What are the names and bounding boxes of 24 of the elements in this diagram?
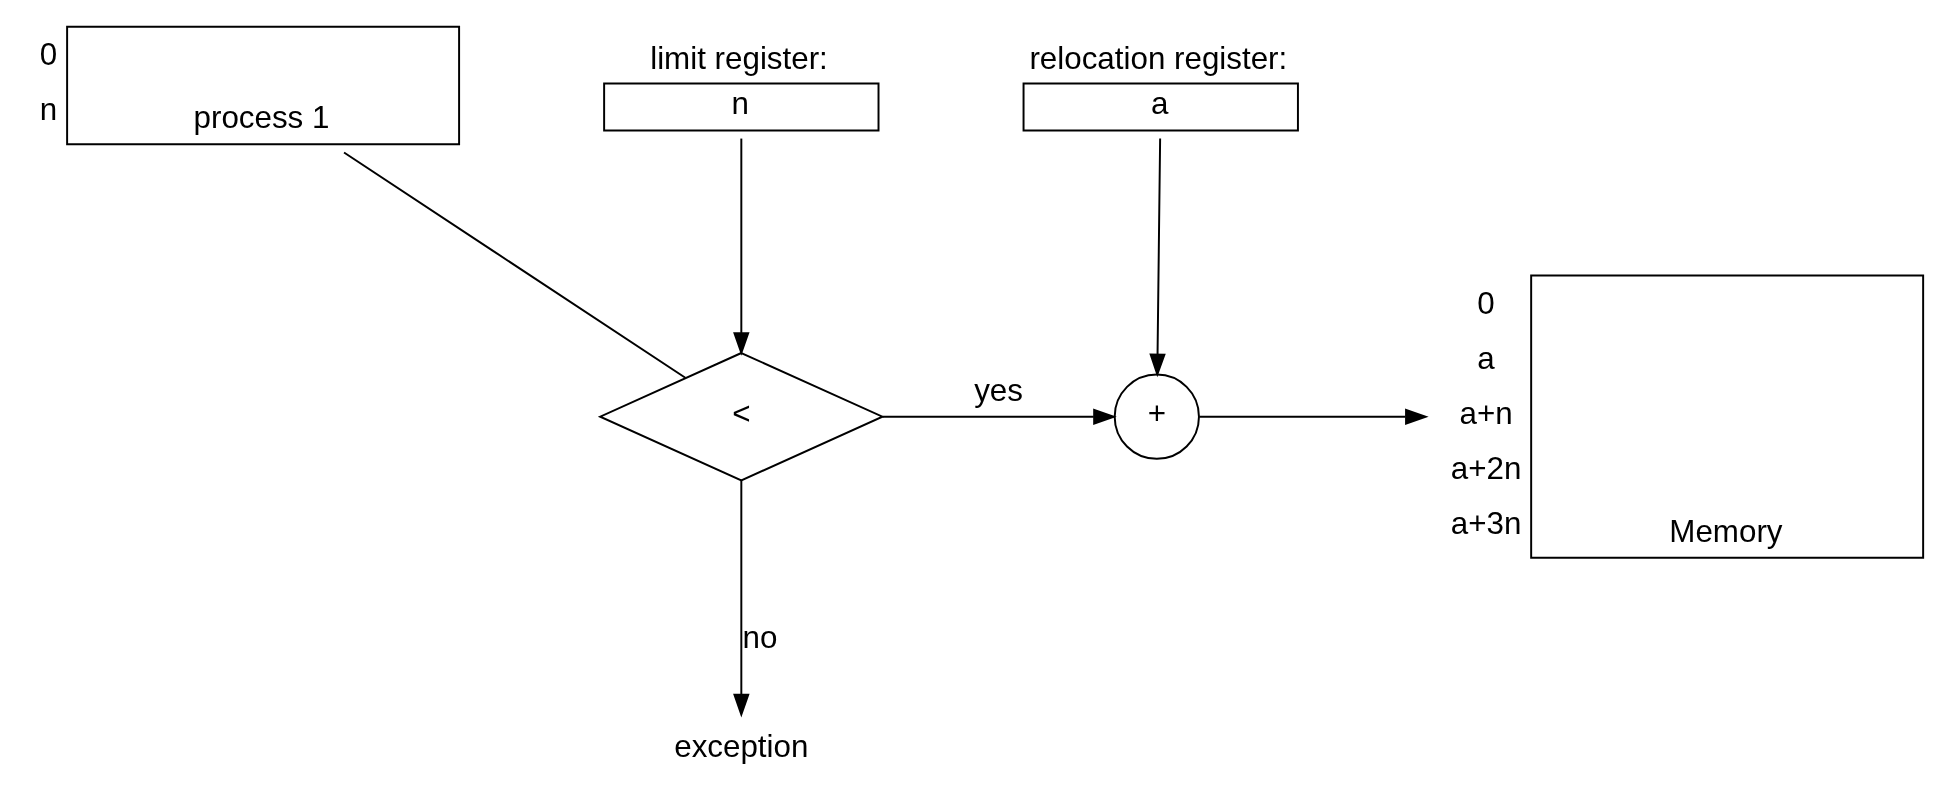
arrow (1149, 137, 1166, 378)
edge-label: yes (974, 372, 1023, 408)
node-label: 0 (1477, 286, 1495, 322)
node-label: a (1477, 341, 1495, 377)
node-box: process 1 (66, 25, 461, 146)
node-text: exception (674, 729, 809, 765)
node-label: a+2n (1450, 451, 1522, 487)
node-label: limit register: (650, 41, 828, 77)
arrow (733, 479, 750, 718)
node-circle: + (1113, 373, 1200, 460)
node-label: a+3n (1450, 505, 1522, 541)
node-label: a+n (1459, 396, 1513, 432)
node-diamond: < (597, 351, 885, 482)
arrow (881, 408, 1117, 425)
connector (343, 151, 687, 379)
node-box: n (603, 82, 880, 132)
node-box: a (1022, 82, 1299, 132)
edge-label: no (742, 619, 778, 655)
arrow (1198, 408, 1429, 425)
node-label: n (39, 92, 58, 128)
node-box: Memory (1530, 274, 1925, 559)
arrow (733, 137, 750, 356)
node-label: relocation register: (1029, 41, 1288, 77)
node-label: 0 (39, 37, 58, 73)
